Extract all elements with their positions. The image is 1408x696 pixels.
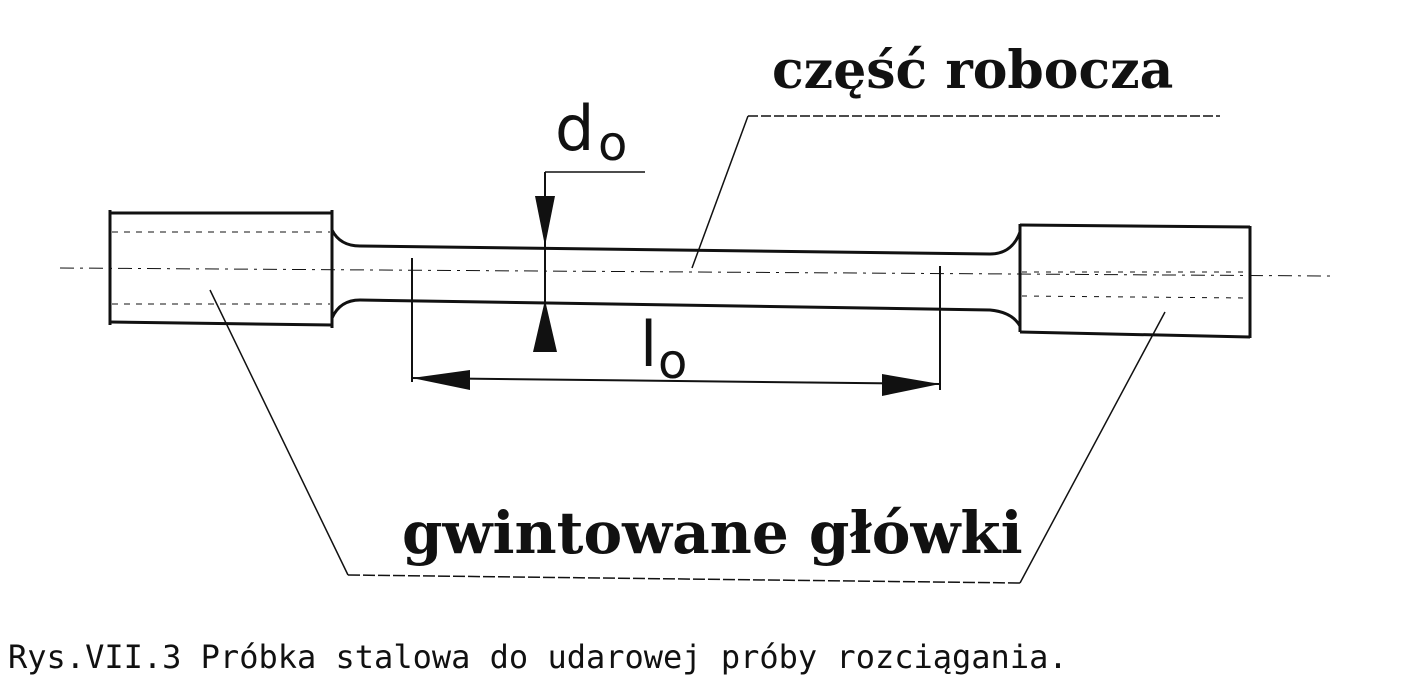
svg-text:l: l (640, 308, 657, 381)
diameter-label: d o (555, 92, 627, 172)
threaded-heads-label: gwintowane główki (402, 499, 1023, 567)
svg-text:o: o (658, 334, 687, 390)
figure-caption: Rys.VII.3 Próbka stalowa do udarowej pró… (8, 638, 1068, 676)
working-part-label: część robocza (772, 40, 1173, 101)
right-threaded-head (1018, 223, 1252, 339)
left-arrowhead-icon (412, 370, 470, 390)
diameter-dimension (533, 171, 645, 352)
leader-lines (209, 115, 1220, 584)
gauge-length-label: l o (640, 308, 687, 390)
right-arrowhead-icon (882, 374, 940, 396)
working-part (330, 229, 1022, 327)
center-axis (59, 267, 1331, 277)
down-arrowhead-icon (535, 196, 555, 246)
svg-text:d: d (555, 92, 594, 165)
up-arrowhead-icon (533, 300, 557, 352)
left-threaded-head (108, 210, 334, 328)
svg-text:o: o (598, 116, 627, 172)
gauge-length-dimension (411, 258, 941, 396)
